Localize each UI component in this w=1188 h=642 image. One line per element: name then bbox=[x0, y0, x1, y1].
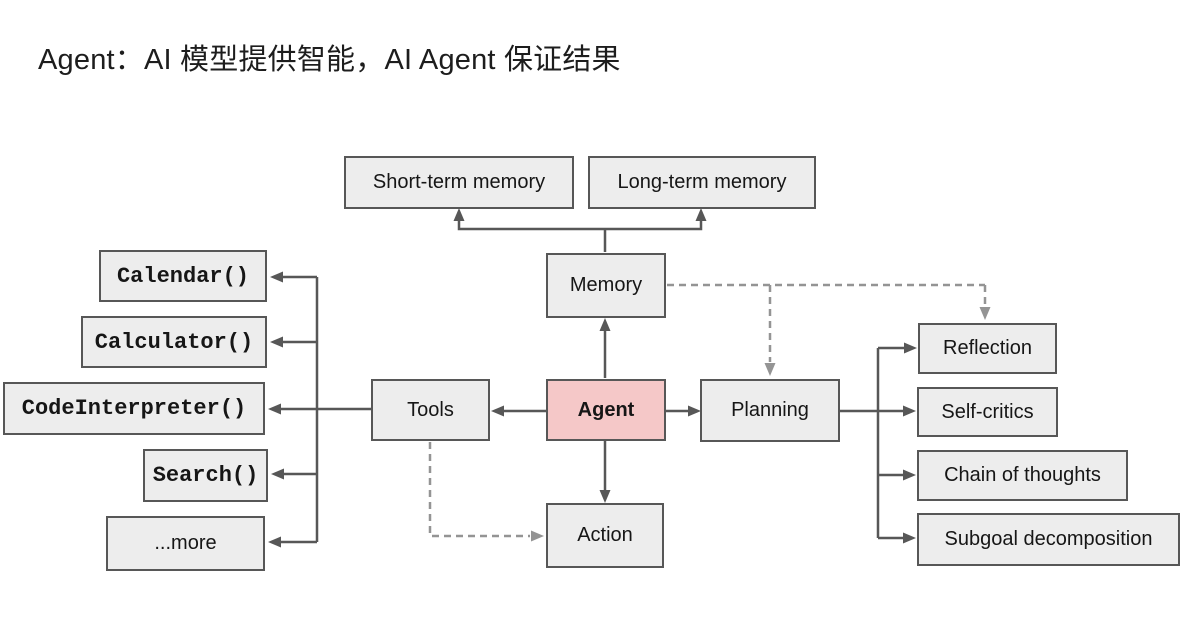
dashed-edges bbox=[428, 283, 987, 538]
node-search-label: Search() bbox=[152, 463, 259, 488]
node-short-term-memory: Short-term memory bbox=[344, 156, 574, 209]
node-calculator-label: Calculator() bbox=[94, 329, 254, 355]
node-subgoal-decomposition: Subgoal decomposition bbox=[917, 513, 1180, 566]
node-tools: Tools bbox=[371, 379, 490, 441]
node-calculator: Calculator() bbox=[81, 316, 267, 368]
node-calendar-label: Calendar() bbox=[116, 263, 250, 289]
node-calendar: Calendar() bbox=[99, 250, 267, 302]
solid-arrowheads bbox=[268, 208, 917, 548]
node-long-term-memory: Long-term memory bbox=[588, 156, 816, 209]
node-action-label: Action bbox=[577, 524, 633, 546]
node-search: Search() bbox=[143, 449, 268, 502]
node-code-interpreter: CodeInterpreter() bbox=[3, 382, 265, 435]
node-planning: Planning bbox=[700, 379, 840, 442]
dashed-arrowheads bbox=[531, 307, 991, 542]
node-subgoal-decomposition-label: Subgoal decomposition bbox=[944, 528, 1153, 550]
node-chain-of-thoughts: Chain of thoughts bbox=[917, 450, 1128, 501]
node-memory: Memory bbox=[546, 253, 666, 318]
node-more-label: ...more bbox=[154, 532, 217, 554]
node-chain-of-thoughts-label: Chain of thoughts bbox=[944, 464, 1101, 486]
node-agent: Agent bbox=[546, 379, 666, 441]
node-reflection-label: Reflection bbox=[943, 337, 1032, 359]
node-action: Action bbox=[546, 503, 664, 568]
node-code-interpreter-label: CodeInterpreter() bbox=[21, 396, 247, 421]
node-short-term-memory-label: Short-term memory bbox=[372, 171, 546, 193]
node-memory-label: Memory bbox=[569, 274, 643, 296]
node-planning-label: Planning bbox=[731, 399, 809, 421]
node-reflection: Reflection bbox=[918, 323, 1057, 374]
node-long-term-memory-label: Long-term memory bbox=[617, 171, 787, 193]
node-self-critics: Self-critics bbox=[917, 387, 1058, 437]
solid-edges bbox=[281, 221, 904, 544]
node-more: ...more bbox=[106, 516, 265, 571]
node-agent-label: Agent bbox=[577, 398, 635, 421]
page-title: Agent：AI 模型提供智能，AI Agent 保证结果 bbox=[38, 44, 621, 76]
node-self-critics-label: Self-critics bbox=[941, 400, 1034, 423]
node-tools-label: Tools bbox=[407, 398, 454, 421]
